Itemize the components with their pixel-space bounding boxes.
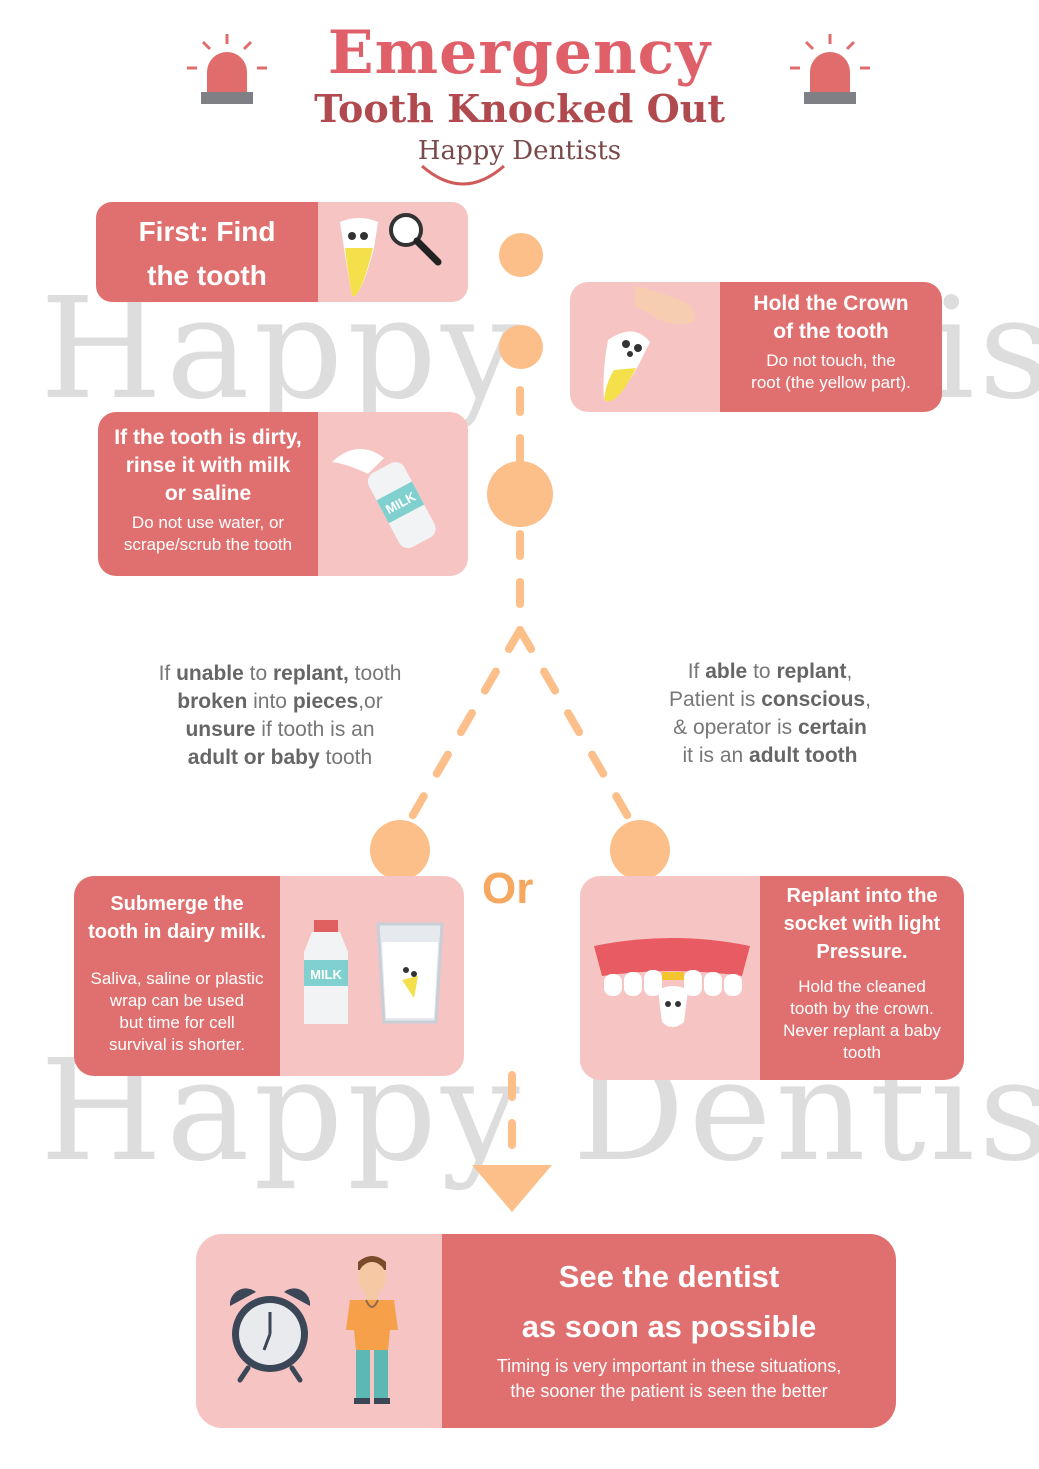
milk-bottle-icon: MILK [332,448,436,548]
connector-dot-left [370,820,430,880]
brand-logo: Happy Dentists [417,136,622,166]
step-replant-title: Replant into the socket with light Press… [783,885,941,963]
page-subtitle: Tooth Knocked Out [314,86,725,131]
condition-able-replant: If able to replant, Patient is conscious… [669,660,871,767]
step-see-dentist: See the dentist as soon as possible Timi… [196,1234,896,1428]
step-hold-title: Hold the Crown of the tooth [753,292,909,343]
step-find-title: First: Find the tooth [138,216,276,291]
or-label: Or [482,864,534,913]
magnifier-icon [389,213,442,266]
tooth-icon [340,218,378,297]
connector-dot-3 [487,461,553,527]
teeth-replant-icon [594,938,750,1027]
step-hold-note: Do not touch, the root (the yellow part)… [751,351,911,392]
siren-icon-left [187,34,267,104]
brand-smile-icon [421,164,505,186]
condition-unable-replant: If unable to replant, tooth broken into … [158,662,402,769]
page-title: Emergency [327,18,712,88]
connector-dot-1 [499,233,543,277]
step-rinse: If the tooth is dirty, rinse it with mil… [98,412,468,576]
dentist-person-icon [346,1256,398,1404]
step-submerge-note: Saliva, saline or plastic wrap can be us… [90,969,264,1054]
connector-dot-right [610,820,670,880]
step-hold-crown: Hold the Crown of the tooth Do not touch… [570,282,942,412]
step-rinse-title: If the tooth is dirty, rinse it with mil… [114,426,302,505]
step-final-note: Timing is very important in these situat… [496,1356,842,1401]
svg-text:MILK: MILK [310,967,342,982]
step-rinse-note: Do not use water, or scrape/scrub the to… [123,513,293,554]
milk-glass-icon [376,922,444,1024]
alarm-clock-icon [229,1288,311,1383]
step-replant-note: Hold the cleaned tooth by the crown. Nev… [783,977,941,1062]
step-find-tooth: First: Find the tooth [96,202,468,302]
step-submerge-title: Submerge the tooth in dairy milk. [88,893,266,943]
step-replant: Replant into the socket with light Press… [580,876,964,1080]
siren-icon-right [790,34,870,104]
connector-dot-2 [499,325,543,369]
milk-bottle-icon: MILK [304,920,348,1024]
step-final-title: See the dentist as soon as possible [521,1259,817,1344]
step-submerge: Submerge the tooth in dairy milk. Saliva… [74,876,464,1076]
hand-holding-tooth-icon [603,286,695,402]
